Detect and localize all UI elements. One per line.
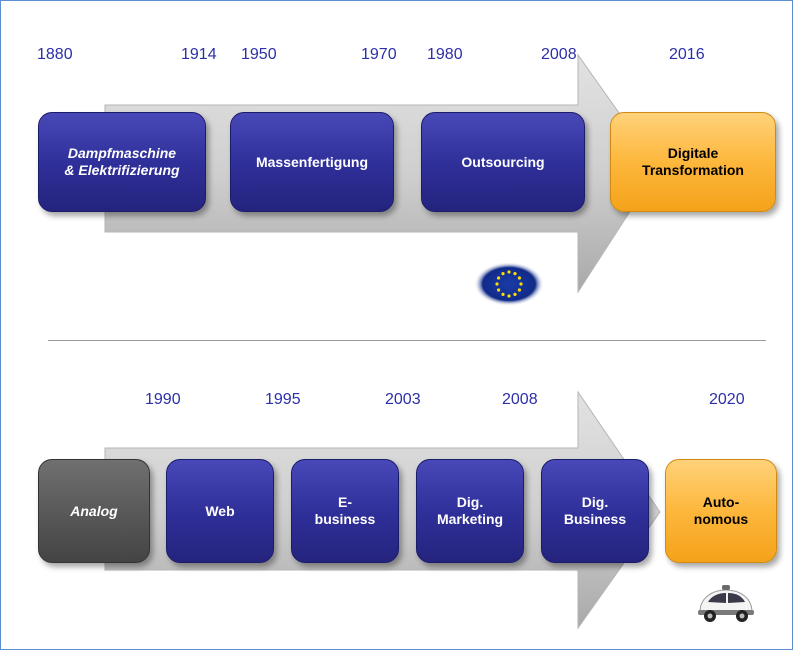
box-ebusiness: E- business: [291, 459, 399, 563]
box-label: Analog: [70, 502, 118, 519]
box-label: Web: [205, 502, 235, 519]
year-label: 1950: [241, 46, 277, 63]
year-label: 1880: [37, 46, 73, 63]
section-divider: [48, 340, 766, 341]
eu-flag-icon: [474, 262, 544, 306]
box-label: nomous: [693, 511, 749, 527]
box-label: E-: [337, 494, 352, 511]
box-label: Dig.: [581, 494, 609, 511]
box-label: Business: [563, 511, 627, 527]
box-web: Web: [166, 459, 274, 563]
box-label: Dig.: [456, 494, 484, 511]
year-label: 1980: [427, 46, 463, 63]
box-mass-production: Massenfertigung: [230, 112, 394, 212]
year-label: 1914: [181, 46, 217, 63]
year-label: 2008: [541, 46, 577, 63]
box-dig-business: Dig. Business: [541, 459, 649, 563]
year-label: 1995: [265, 391, 301, 408]
year-label: 2003: [385, 391, 421, 408]
year-label: 2008: [502, 391, 538, 408]
box-label: Transformation: [642, 162, 744, 178]
box-label: Outsourcing: [461, 153, 545, 170]
year-label: 2020: [709, 391, 745, 408]
box-autonomous: Auto- nomous: [665, 459, 777, 563]
box-label: Auto-: [702, 494, 740, 511]
box-label: Marketing: [436, 511, 504, 527]
year-label: 1990: [145, 391, 181, 408]
box-digital-transformation: Digitale Transformation: [610, 112, 776, 212]
box-label: Dampfmaschine: [67, 145, 177, 162]
box-label: & Elektrifizierung: [64, 162, 180, 178]
year-label: 2016: [669, 46, 705, 63]
box-dig-marketing: Dig. Marketing: [416, 459, 524, 563]
self-driving-car-icon: [698, 585, 754, 622]
box-label: Massenfertigung: [255, 153, 368, 170]
box-label: business: [314, 511, 376, 527]
box-label: Digitale: [667, 145, 719, 162]
box-analog: Analog: [38, 459, 150, 563]
box-steam-electrification: Dampfmaschine & Elektrifizierung: [38, 112, 206, 212]
box-outsourcing: Outsourcing: [421, 112, 585, 212]
year-label: 1970: [361, 46, 397, 63]
